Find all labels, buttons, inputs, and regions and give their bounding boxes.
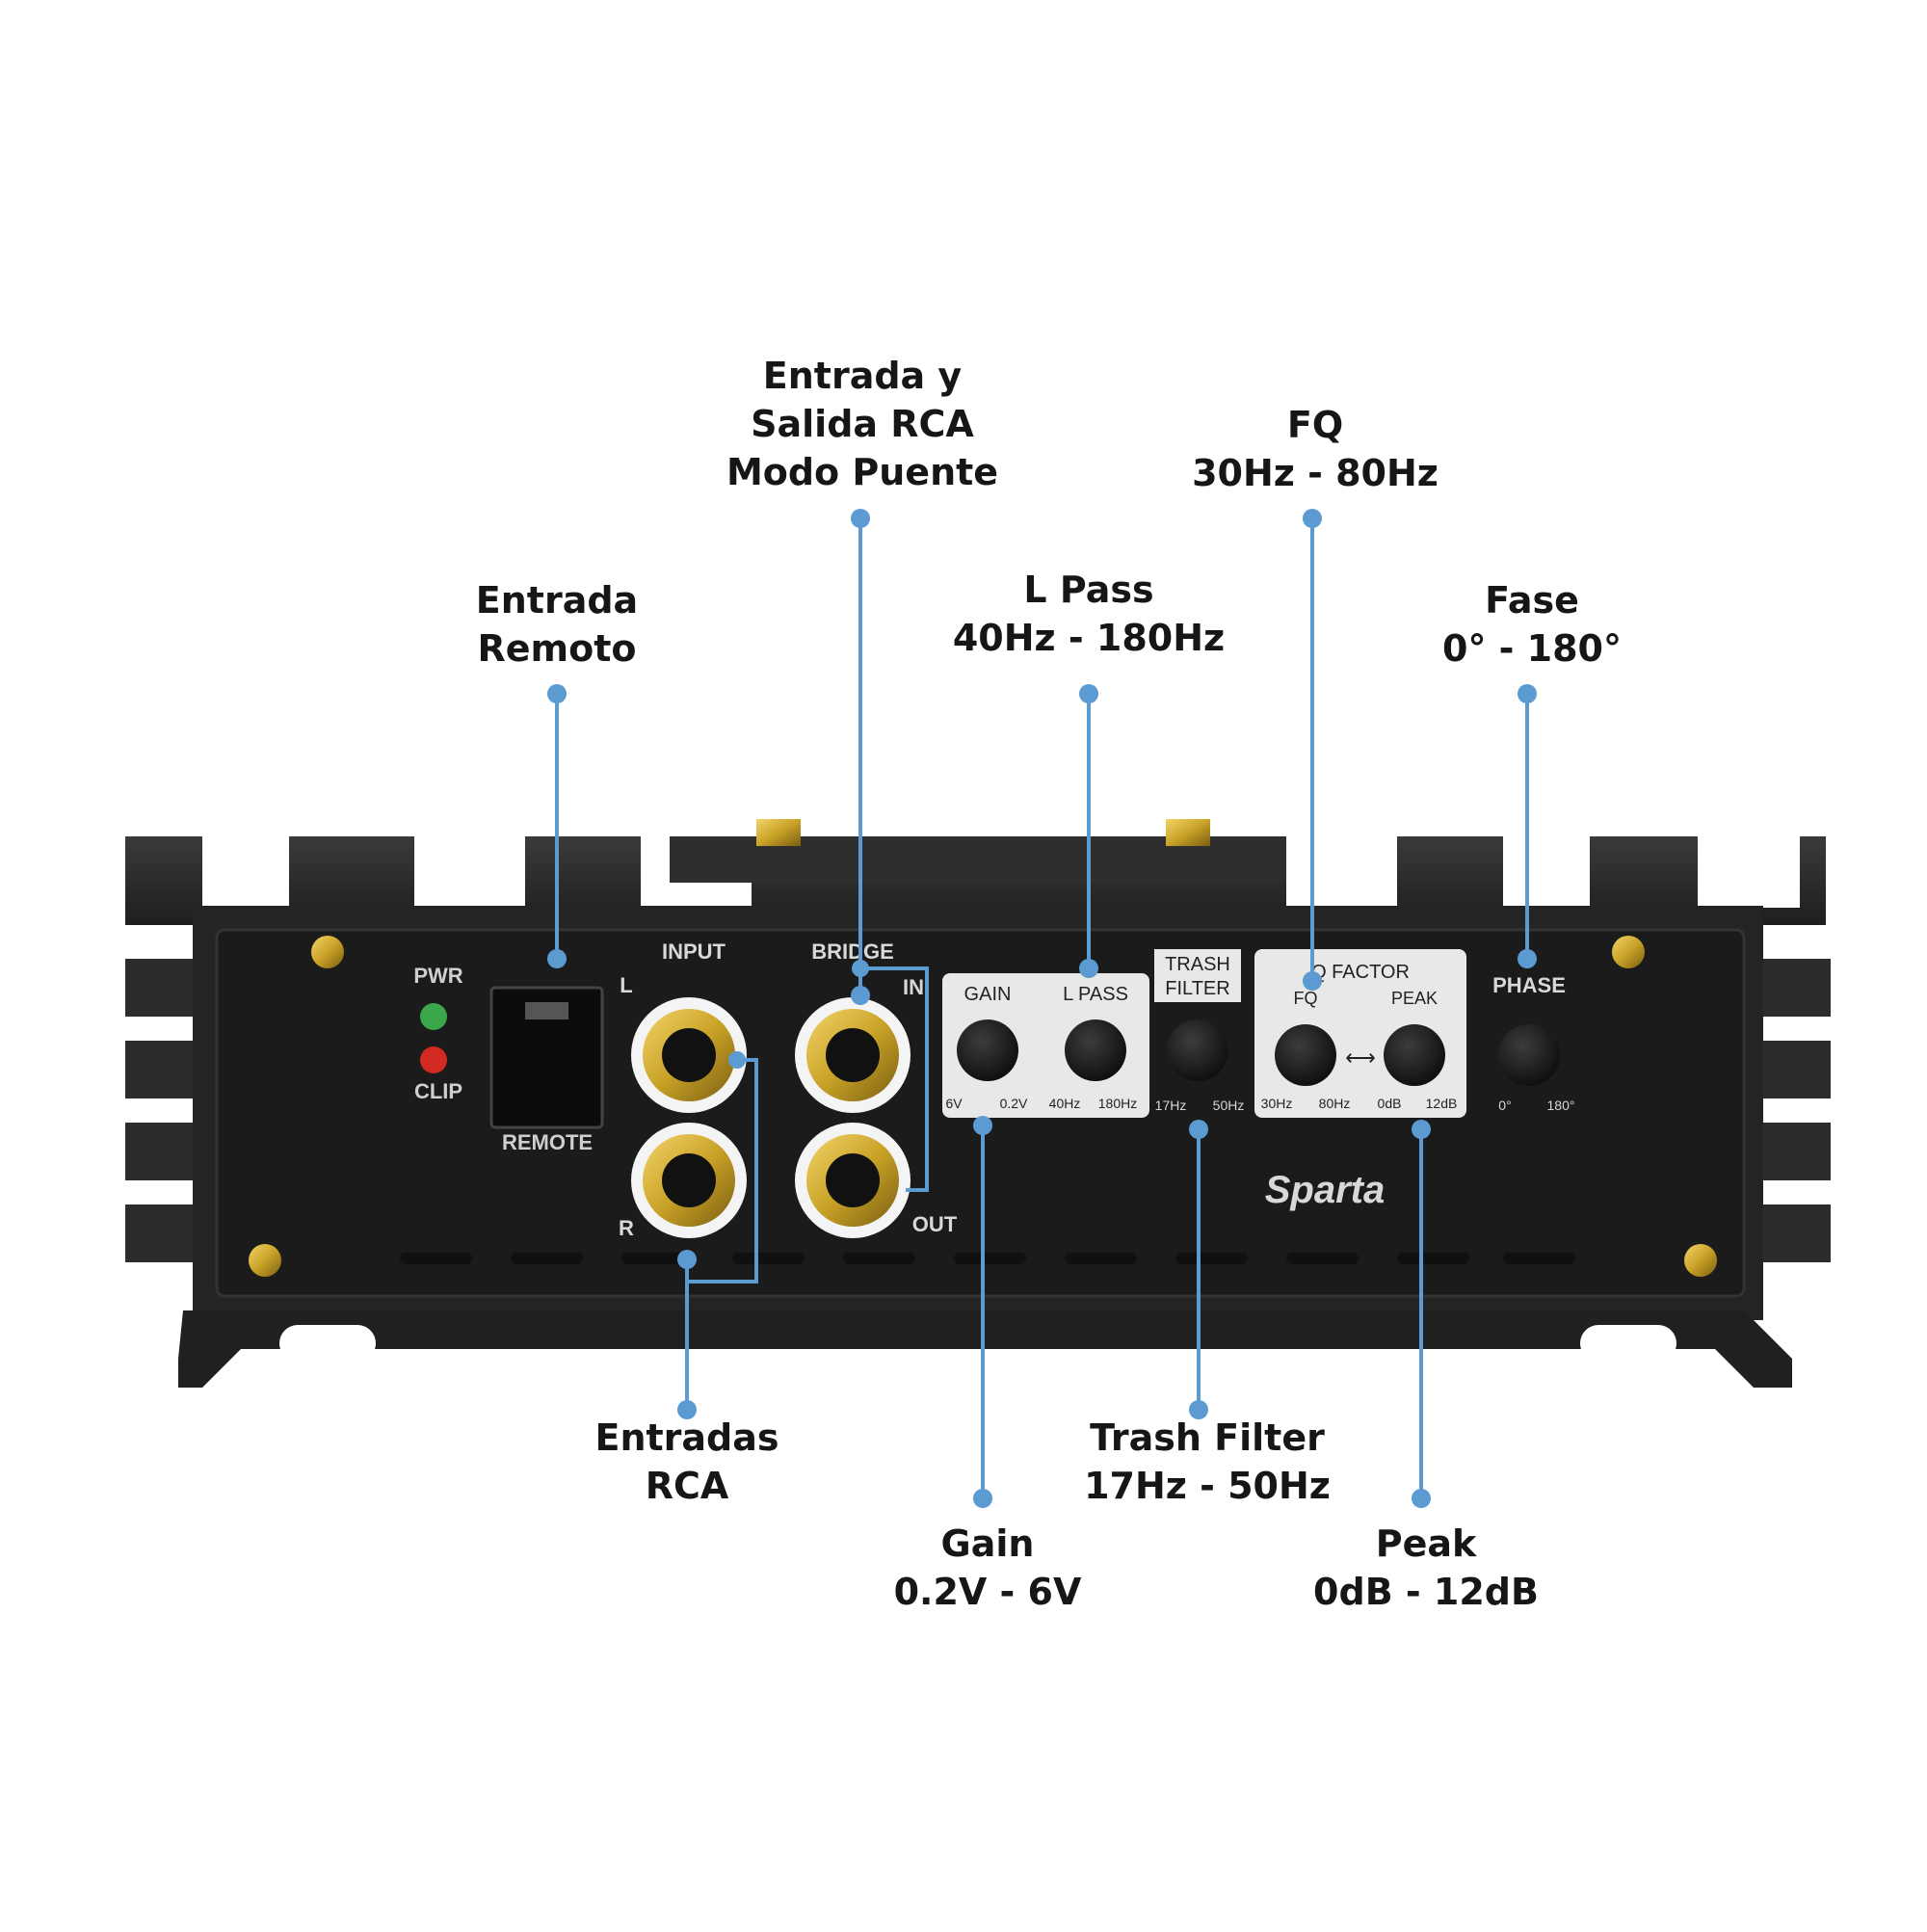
gain-knob[interactable]: [957, 1019, 1018, 1081]
fq-knob[interactable]: [1275, 1024, 1336, 1086]
trash-max-label: 50Hz: [1213, 1098, 1245, 1113]
callout-remote: Entrada Remoto: [475, 579, 639, 670]
pwr-led-icon: [420, 1003, 447, 1030]
lpass-max-label: 180Hz: [1098, 1096, 1137, 1111]
peak-max-label: 12dB: [1426, 1096, 1458, 1111]
bridge-out-label: OUT: [912, 1212, 958, 1236]
phase-knob[interactable]: [1498, 1024, 1560, 1086]
leader-inputs-start-dot: [677, 1400, 697, 1419]
leader-trash-end-dot: [1189, 1120, 1208, 1139]
callout-peak: Peak 0dB - 12dB: [1313, 1522, 1539, 1613]
screw-icon: [249, 1244, 281, 1277]
screw-icon: [1684, 1244, 1717, 1277]
bridge-label: BRIDGE: [811, 940, 894, 964]
peak-label: PEAK: [1391, 989, 1438, 1008]
screw-icon: [311, 936, 344, 968]
lpass-min-label: 40Hz: [1049, 1096, 1081, 1111]
lpass-knob[interactable]: [1065, 1019, 1126, 1081]
gain-min-label: 6V: [945, 1096, 963, 1111]
leader-bridge-end-dot: [851, 986, 870, 1005]
screw-icon: [1612, 936, 1645, 968]
bridge-in-label: IN: [903, 975, 924, 999]
lpass-label: L PASS: [1063, 984, 1128, 1005]
phase-max-label: 180°: [1547, 1098, 1575, 1113]
fq-label: FQ: [1294, 989, 1318, 1008]
gain-lpass-plate: [942, 973, 1149, 1118]
leader-phase-start-dot: [1518, 684, 1537, 703]
leader-lpass-start-dot: [1079, 684, 1098, 703]
callout-bridge: Entrada y Salida RCA Modo Puente: [726, 355, 999, 493]
callout-inputs: Entradas RCA: [594, 1416, 779, 1507]
phase-label: PHASE: [1492, 973, 1566, 997]
leader-lpass-end-dot: [1079, 959, 1098, 978]
pwr-label: PWR: [413, 964, 462, 988]
vent-slots: [400, 1253, 1575, 1264]
leader-fq-start-dot: [1303, 509, 1322, 528]
phase-min-label: 0°: [1498, 1098, 1511, 1113]
qfactor-label: Q FACTOR: [1311, 962, 1410, 983]
left-channel-label: L: [620, 973, 632, 997]
trash-min-label: 17Hz: [1155, 1098, 1187, 1113]
leader-gain-end-dot: [973, 1116, 992, 1135]
callout-gain: Gain 0.2V - 6V: [893, 1522, 1082, 1613]
leader-remote-end-dot: [547, 949, 567, 968]
gain-max-label: 0.2V: [1000, 1096, 1028, 1111]
peak-knob[interactable]: [1384, 1024, 1445, 1086]
front-panel: PWR CLIP REMOTE INPUT BRIDGE L R IN OUT: [215, 928, 1746, 1298]
callout-lpass: L Pass 40Hz - 180Hz: [952, 569, 1226, 659]
bracket-inputs-dot: [728, 1051, 746, 1069]
leader-bridge-start-dot: [851, 509, 870, 528]
leader-peak-end-dot: [1412, 1120, 1431, 1139]
bracket-bridge-dot: [852, 960, 869, 977]
right-channel-label: R: [619, 1216, 634, 1240]
bracket-inputs: [687, 1058, 758, 1284]
leader-inputs-end-dot: [677, 1250, 697, 1269]
fq-min-label: 30Hz: [1261, 1096, 1293, 1111]
leader-remote-start-dot: [547, 684, 567, 703]
gain-label: GAIN: [964, 984, 1012, 1005]
input-label: INPUT: [662, 940, 726, 964]
rca-jack-bridge-out[interactable]: [795, 1123, 911, 1238]
trash-label-line2: FILTER: [1165, 978, 1229, 999]
leader-phase-end-dot: [1518, 949, 1537, 968]
clip-led-icon: [420, 1046, 447, 1073]
bracket-bridge: [860, 966, 929, 1192]
leader-fq-end-dot: [1303, 971, 1322, 991]
clip-label: CLIP: [414, 1079, 462, 1103]
trash-filter-knob[interactable]: [1167, 1019, 1228, 1081]
remote-port: [489, 986, 604, 1129]
leader-peak-start-dot: [1412, 1489, 1431, 1508]
callout-leaders: [547, 509, 1537, 1508]
fq-max-label: 80Hz: [1319, 1096, 1351, 1111]
trash-label-line1: TRASH: [1165, 954, 1230, 975]
remote-label: REMOTE: [502, 1130, 593, 1154]
brand-logo: Sparta: [1265, 1169, 1386, 1211]
rca-jack-input-l[interactable]: [631, 997, 747, 1113]
callout-phase: Fase 0° - 180°: [1442, 579, 1622, 670]
callout-fq: FQ 30Hz - 80Hz: [1192, 404, 1439, 494]
leader-gain-start-dot: [973, 1489, 992, 1508]
rca-jack-input-r[interactable]: [631, 1123, 747, 1238]
rca-jack-bridge-in[interactable]: [795, 997, 911, 1113]
double-arrow-icon: ⟷: [1345, 1045, 1376, 1070]
leader-trash-start-dot: [1189, 1400, 1208, 1419]
callout-trash: Trash Filter 17Hz - 50Hz: [1084, 1416, 1331, 1507]
peak-min-label: 0dB: [1378, 1096, 1402, 1111]
